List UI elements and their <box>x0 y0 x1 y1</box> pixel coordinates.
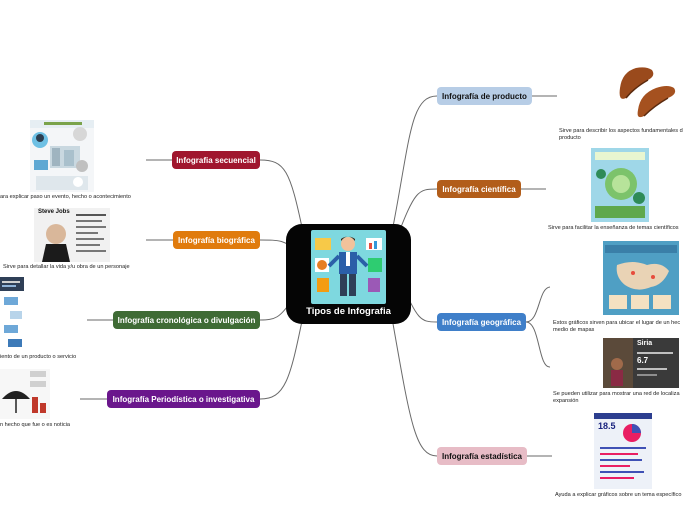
map-infographic-icon <box>603 241 679 315</box>
cientifica-infographic-icon <box>591 148 649 222</box>
cronologica-infographic-icon <box>0 277 24 347</box>
node-infografia-biografica[interactable]: Infografía biográfica <box>173 231 260 249</box>
desc-cientifica: Sirve para facilitar la enseñanza de tem… <box>548 225 679 231</box>
node-label: Infografía estadística <box>441 451 523 461</box>
thumb-siria-number: 6.7 <box>637 356 649 365</box>
thumb-secuencial <box>30 120 94 192</box>
thumb-cientifica <box>591 148 649 222</box>
thumb-estadistica-number: 18.5 <box>598 421 616 431</box>
node-infografia-geografica[interactable]: Infografía geográfica <box>437 313 526 331</box>
periodistica-infographic-icon <box>2 371 46 413</box>
node-infografia-cronologica[interactable]: Infografía cronológica o divulgación <box>113 311 260 329</box>
node-label: Infografía biográfica <box>178 235 255 245</box>
node-infografia-estadistica[interactable]: Infografía estadística <box>437 447 527 465</box>
siria-infographic-icon <box>603 338 679 388</box>
node-infografia-producto[interactable]: Infografía de producto <box>437 87 532 105</box>
node-label: Infografia secuencial <box>176 155 256 165</box>
shoes-icon <box>619 67 676 118</box>
central-topic-title: Tipos de Infografia <box>306 306 391 317</box>
desc-producto-2: producto <box>559 135 581 141</box>
desc-periodistica: n hecho que fue o es noticia <box>0 422 70 428</box>
person-with-charts-icon <box>315 236 382 296</box>
desc-geografica-2b: expansión <box>553 398 579 404</box>
desc-producto-1: Sirve para describir los aspectos fundam… <box>559 128 683 134</box>
estadistica-infographic-icon <box>594 413 652 489</box>
node-label: Infografía Periodística o investigativa <box>112 394 255 404</box>
desc-estadistica: Ayuda a explicar gráficos sobre un tema … <box>555 492 682 498</box>
node-label: Infografía cronológica o divulgación <box>117 315 256 325</box>
desc-geografica-2a: Se pueden utilizar para mostrar una red … <box>553 391 680 397</box>
desc-geografica-1b: medio de mapas <box>553 327 595 333</box>
thumb-periodistica <box>0 369 50 419</box>
node-infografia-secuencial[interactable]: Infografia secuencial <box>172 151 260 169</box>
central-topic[interactable]: Tipos de Infografia <box>286 224 411 324</box>
central-image <box>311 230 386 304</box>
thumb-biografica-title: Steve Jobs <box>38 209 70 215</box>
node-infografia-periodistica[interactable]: Infografía Periodística o investigativa <box>107 390 260 408</box>
desc-biografica: Sirve para detallar la vida y/u obra de … <box>3 264 130 270</box>
thumb-cronologica <box>0 277 24 351</box>
biografica-infographic-icon <box>34 208 110 262</box>
thumb-producto <box>612 58 684 124</box>
thumb-siria-title: Siria <box>637 340 653 347</box>
secuencial-infographic-icon <box>30 120 94 190</box>
node-label: Infografía geográfica <box>441 317 522 327</box>
desc-secuencial: ara explicar paso un evento, hecho o aco… <box>0 194 131 200</box>
node-label: Infografía de producto <box>442 91 527 101</box>
thumb-geografica-2: Siria 6.7 <box>603 338 679 388</box>
desc-geografica-1a: Estos gráficos sirven para ubicar el lug… <box>553 320 681 326</box>
node-label: Infografía científica <box>442 184 516 194</box>
desc-cronologica: iento de un producto o servicio <box>0 354 77 360</box>
node-infografia-cientifica[interactable]: Infografía científica <box>437 180 521 198</box>
thumb-estadistica: 18.5 <box>594 413 652 489</box>
thumb-geografica-1 <box>603 241 679 315</box>
thumb-biografica: Steve Jobs <box>34 208 110 262</box>
